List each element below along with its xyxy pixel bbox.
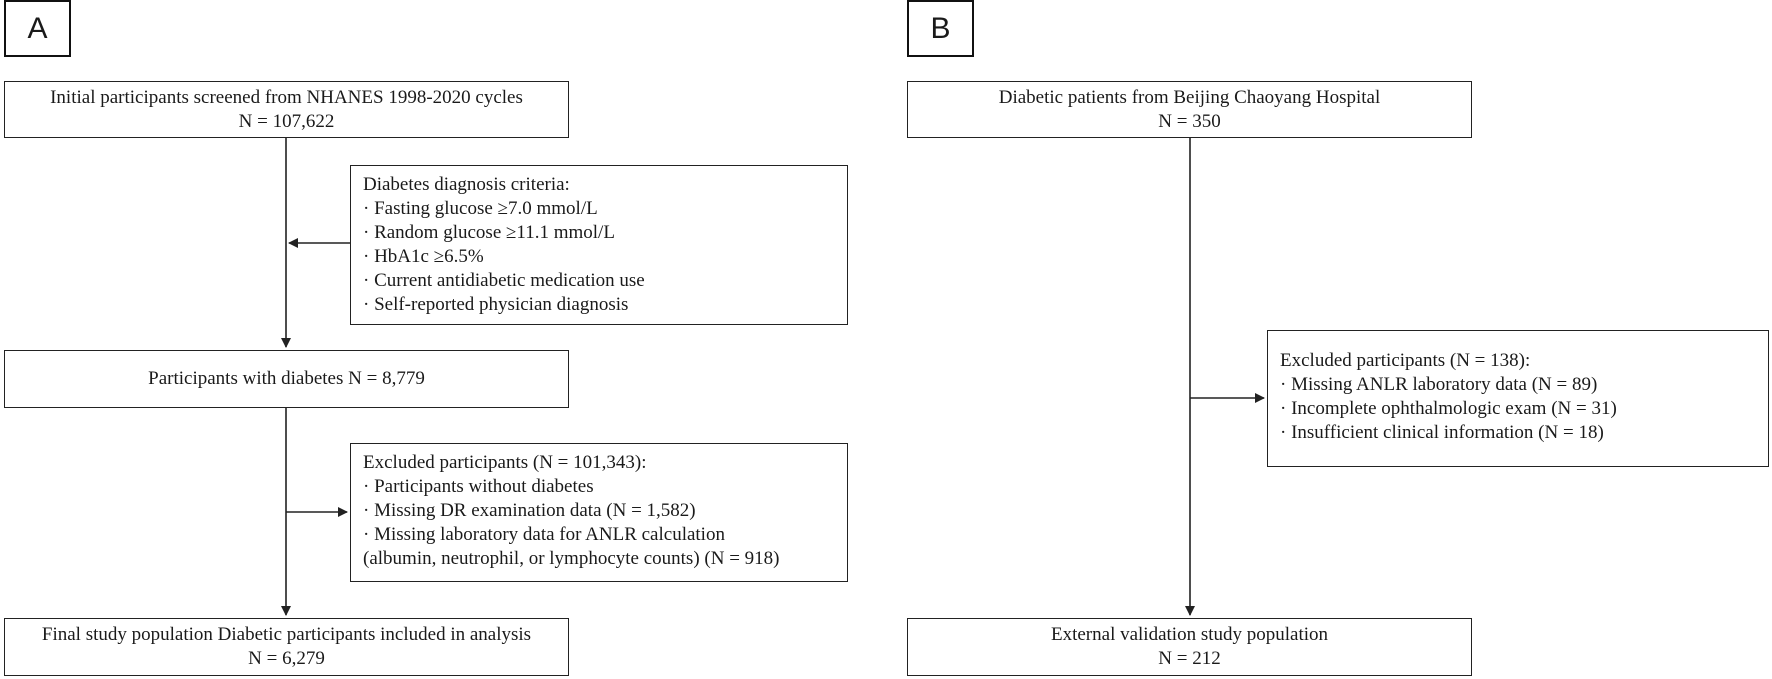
panel-a-criteria-box: Diabetes diagnosis criteria: · Fasting g… — [350, 165, 848, 325]
panel-a-initial-box: Initial participants screened from NHANE… — [4, 81, 569, 138]
panel-a-diabetes-box: Participants with diabetes N = 8,779 — [4, 350, 569, 408]
panel-a-criteria-item: · Fasting glucose ≥7.0 mmol/L — [363, 198, 598, 219]
panel-a-criteria-item: · Self-reported physician diagnosis — [363, 294, 629, 315]
panel-a-initial-line1: Initial participants screened from NHANE… — [50, 86, 523, 108]
panel-a-excluded-title: Excluded participants (N = 101,343): — [363, 452, 647, 473]
panel-a-criteria-item: · Current antidiabetic medication use — [363, 270, 645, 291]
panel-b-final-line2: N = 212 — [1158, 648, 1221, 669]
panel-b-final-line1: External validation study population — [1050, 624, 1329, 645]
panel-a-excluded-item: · Missing DR examination data (N = 1,582… — [363, 500, 696, 521]
panel-b-final-box: External validation study population N =… — [907, 618, 1472, 676]
panel-a-criteria-title: Diabetes diagnosis criteria: — [363, 174, 570, 195]
panel-a-excluded-box: Excluded participants (N = 101,343): · P… — [350, 443, 848, 582]
panel-a-excluded-item: (albumin, neutrophil, or lymphocyte coun… — [363, 548, 780, 569]
panel-b-initial-line2: N = 350 — [1158, 110, 1221, 132]
panel-b-label: B — [907, 0, 974, 57]
panel-a-criteria-item: · Random glucose ≥11.1 mmol/L — [363, 222, 615, 243]
panel-b-excluded-box: Excluded participants (N = 138): · Missi… — [1267, 330, 1769, 467]
panel-b-initial-box: Diabetic patients from Beijing Chaoyang … — [907, 81, 1472, 138]
panel-a-excluded-item: · Participants without diabetes — [363, 476, 594, 497]
panel-a-excluded-item: · Missing laboratory data for ANLR calcu… — [363, 524, 725, 545]
panel-a-final-line2: N = 6,279 — [248, 648, 325, 669]
panel-a-final-line1: Final study population Diabetic particip… — [41, 624, 532, 645]
panel-a-criteria-item: · HbA1c ≥6.5% — [363, 246, 484, 267]
panel-a-final-box: Final study population Diabetic particip… — [4, 618, 569, 676]
panel-a-initial-line2: N = 107,622 — [238, 110, 335, 132]
panel-b-excluded-title: Excluded participants (N = 138): — [1280, 350, 1531, 371]
panel-a-diabetes-text: Participants with diabetes N = 8,779 — [148, 368, 425, 389]
panel-b-excluded-item: · Missing ANLR laboratory data (N = 89) — [1280, 374, 1598, 395]
panel-b-initial-line1: Diabetic patients from Beijing Chaoyang … — [998, 86, 1381, 108]
panel-b-excluded-item: · Incomplete ophthalmologic exam (N = 31… — [1280, 398, 1617, 419]
panel-a-label: A — [4, 0, 71, 57]
panel-b-excluded-item: · Insufficient clinical information (N =… — [1280, 422, 1604, 443]
